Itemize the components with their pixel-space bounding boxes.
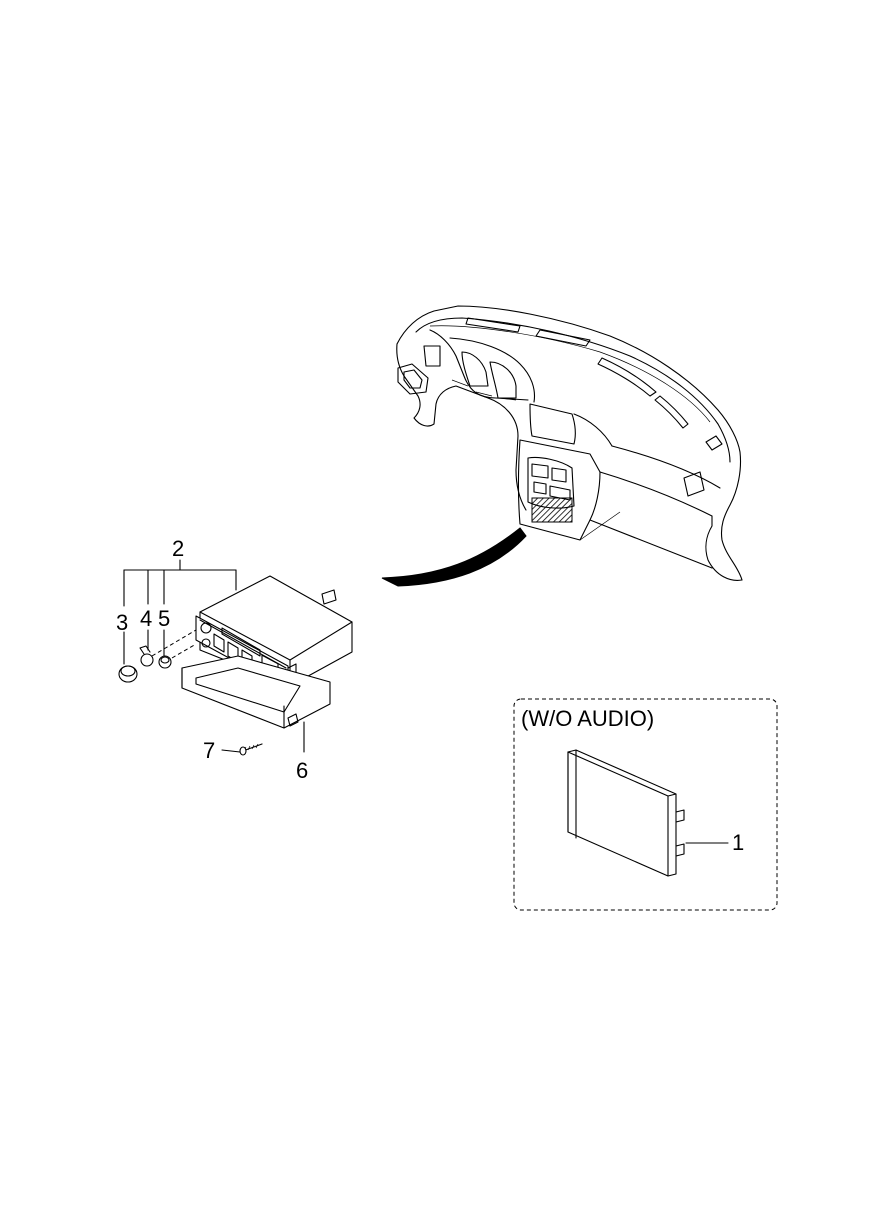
callout-5: 5 <box>158 606 170 631</box>
callout-3: 3 <box>116 610 128 635</box>
variant-box-label: (W/O AUDIO) <box>521 706 654 731</box>
callout-6: 6 <box>296 758 308 783</box>
callout-2: 2 <box>172 536 184 561</box>
callout-1: 1 <box>732 830 744 855</box>
callout-4: 4 <box>140 606 152 631</box>
variant-box: (W/O AUDIO) 1 <box>513 698 778 911</box>
pocket-bracket-illustration <box>181 655 331 729</box>
location-arrow <box>381 527 527 587</box>
dashboard-illustration <box>396 305 743 581</box>
screw-illustration <box>239 743 263 756</box>
leader-lines <box>123 559 729 844</box>
knob-parts <box>118 629 197 683</box>
callout-7: 7 <box>203 738 215 763</box>
